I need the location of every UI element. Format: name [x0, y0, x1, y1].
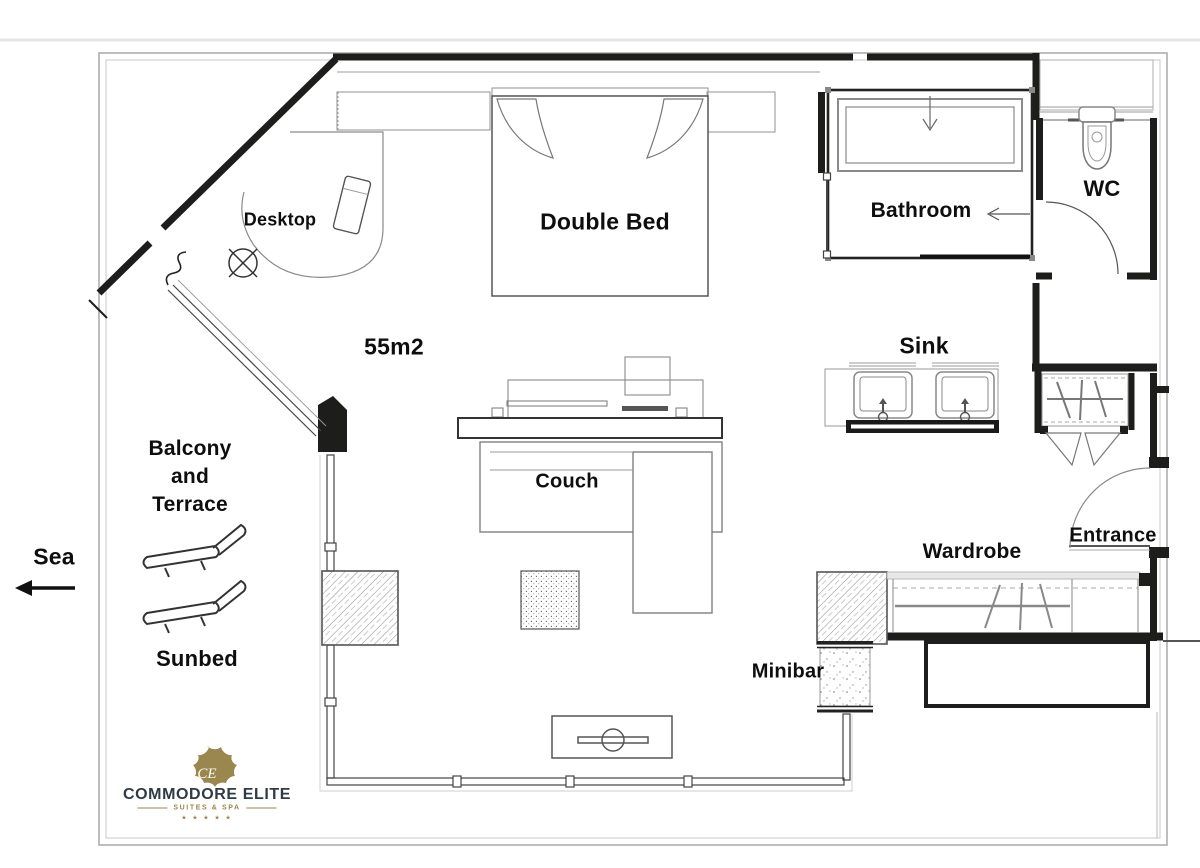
label-double-bed: Double Bed [540, 208, 670, 235]
column-icon [816, 571, 888, 645]
bathtub-arrow-icon [922, 96, 938, 132]
closet-icon [1040, 373, 1129, 467]
logo-tagline-text: SUITES & SPA [173, 804, 241, 812]
wc-room [1043, 106, 1150, 275]
wc-door-arc-icon [1045, 201, 1119, 275]
inner-wall-lines [337, 59, 1158, 838]
walls [88, 53, 1200, 642]
label-sea: Sea [33, 543, 75, 570]
label-sunbed: Sunbed [156, 646, 238, 671]
column-icon [321, 570, 399, 646]
console-table-icon [457, 356, 723, 439]
label-couch: Couch [535, 470, 599, 493]
label-sink: Sink [899, 332, 949, 359]
logo-crest-icon: CE [193, 746, 237, 787]
logo-tagline: SUITES & SPA [137, 805, 276, 812]
label-wc: WC [1083, 176, 1121, 201]
label-minibar: Minibar [751, 660, 825, 683]
label-balcony-line1: Balcony [148, 437, 232, 460]
sea-arrow-icon [15, 580, 75, 596]
rug-icon [520, 570, 580, 630]
planter-box [924, 640, 1150, 708]
double-bed-icon [336, 87, 776, 297]
minibar-icon [817, 641, 873, 713]
toilet-icon [1078, 106, 1116, 170]
entrance-door-icon [1069, 467, 1151, 551]
label-balcony-line2: and [171, 465, 209, 488]
logo-name: COMMODORE ELITE [122, 786, 292, 803]
pocket-door-icon [822, 172, 832, 259]
wardrobe-icon [886, 571, 1151, 632]
balcony-windows [167, 279, 853, 792]
sunbed-icon [142, 523, 247, 634]
label-area: 55m2 [364, 333, 424, 360]
label-entrance: Entrance [1069, 524, 1157, 547]
label-desktop: Desktop [243, 209, 317, 230]
sink-icon [824, 362, 999, 433]
bathroom-room [822, 87, 1035, 261]
label-balcony-terrace: Balcony and Terrace [148, 435, 231, 519]
couch-icon [479, 441, 723, 614]
desk-icon [241, 131, 384, 278]
tv-cabinet-icon [551, 715, 673, 759]
label-balcony-line3: Terrace [152, 493, 228, 516]
bathroom-label-arrow-icon [986, 207, 1030, 221]
ceiling-lamp-icon [228, 248, 258, 278]
label-bathroom: Bathroom [870, 199, 972, 222]
label-wardrobe: Wardrobe [922, 540, 1022, 563]
wall-break-squiggle [165, 251, 187, 286]
logo-stars: ★ ★ ★ ★ ★ [181, 815, 233, 822]
svg-text:CE: CE [197, 766, 216, 782]
